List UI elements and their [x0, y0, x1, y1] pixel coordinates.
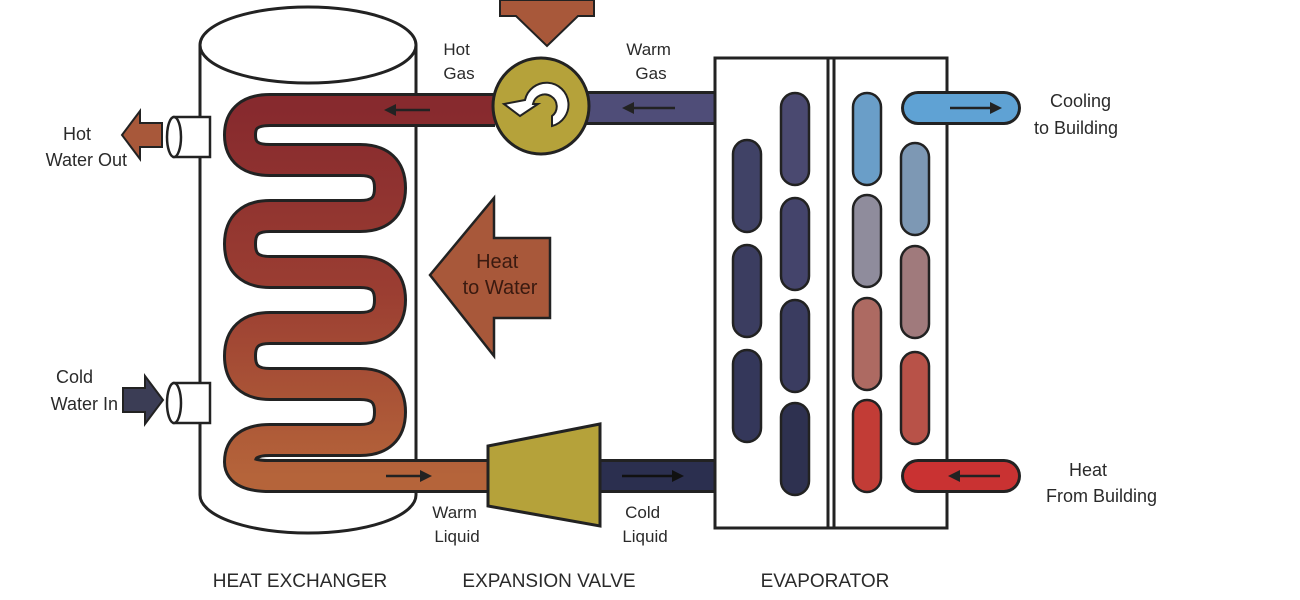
- heat-to-water-arrow: [428, 194, 552, 360]
- label-warm-liquid: Warm Liquid: [432, 503, 481, 546]
- cold-water-inlet-nozzle: [165, 381, 212, 425]
- work-input-arrow: [499, 0, 595, 48]
- warm-gas-flow-arrow: [622, 102, 675, 114]
- cooling-to-building-pipe: [901, 91, 1021, 125]
- compressor: [491, 56, 591, 156]
- label-hot-water-out: Hot Water Out: [46, 124, 127, 170]
- cold-liquid-flow-arrow: [622, 470, 684, 482]
- label-cold-liquid: Cold Liquid: [622, 503, 667, 546]
- heat-exchanger-coil: [223, 93, 500, 493]
- compressor-rotation-icon: [501, 81, 570, 128]
- coil-flow-arrow-bottom: [386, 470, 432, 482]
- evaporator-refrigerant-tubes: [731, 91, 811, 497]
- label-cooling-to-building: Cooling to Building: [1034, 91, 1118, 138]
- hot-water-outlet-nozzle: [165, 115, 212, 159]
- cold-water-in-arrow: [122, 373, 165, 427]
- hot-water-out-arrow: [120, 108, 163, 162]
- label-warm-gas: Warm Gas: [626, 40, 675, 83]
- caption-expansion-valve: EXPANSION VALVE: [462, 571, 635, 592]
- coil-flow-arrow-top: [384, 104, 430, 116]
- caption-evaporator: EVAPORATOR: [761, 571, 890, 592]
- label-hot-gas: Hot Gas: [443, 40, 474, 83]
- evaporator-building-tubes: [851, 91, 931, 494]
- label-cold-water-in: Cold Water In: [51, 367, 118, 414]
- caption-heat-exchanger: HEAT EXCHANGER: [213, 571, 388, 592]
- expansion-valve: [486, 422, 602, 528]
- label-heat-from-building: Heat From Building: [1046, 460, 1157, 506]
- label-heat-to-water: Heat to Water: [463, 251, 538, 299]
- heat-from-building-pipe: [901, 459, 1021, 493]
